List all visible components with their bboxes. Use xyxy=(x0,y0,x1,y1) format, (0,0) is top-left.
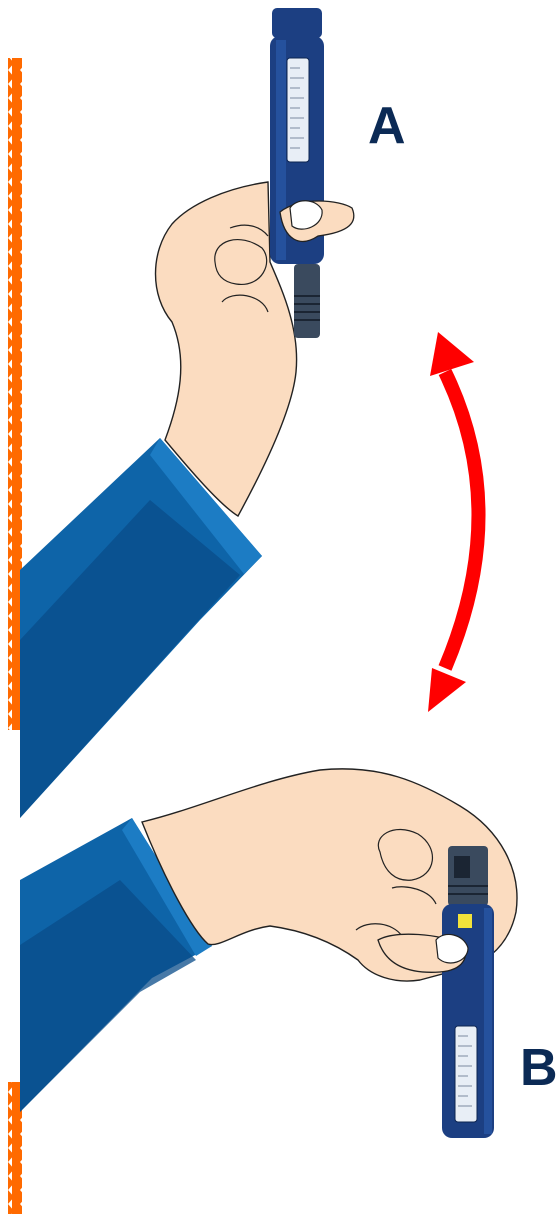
upper-hand xyxy=(154,181,298,517)
upper-thumb xyxy=(279,200,355,242)
upper-sleeve xyxy=(20,438,262,818)
lower-thumb xyxy=(377,933,469,973)
wall-strip-top xyxy=(8,58,22,730)
insulin-pen-b xyxy=(442,846,494,1138)
double-headed-curved-arrow-icon xyxy=(428,332,486,712)
position-b-label: B xyxy=(520,1039,558,1097)
wall-strip-bottom xyxy=(8,1082,22,1214)
lower-sleeve xyxy=(20,818,212,1112)
position-a-label: A xyxy=(368,97,406,155)
